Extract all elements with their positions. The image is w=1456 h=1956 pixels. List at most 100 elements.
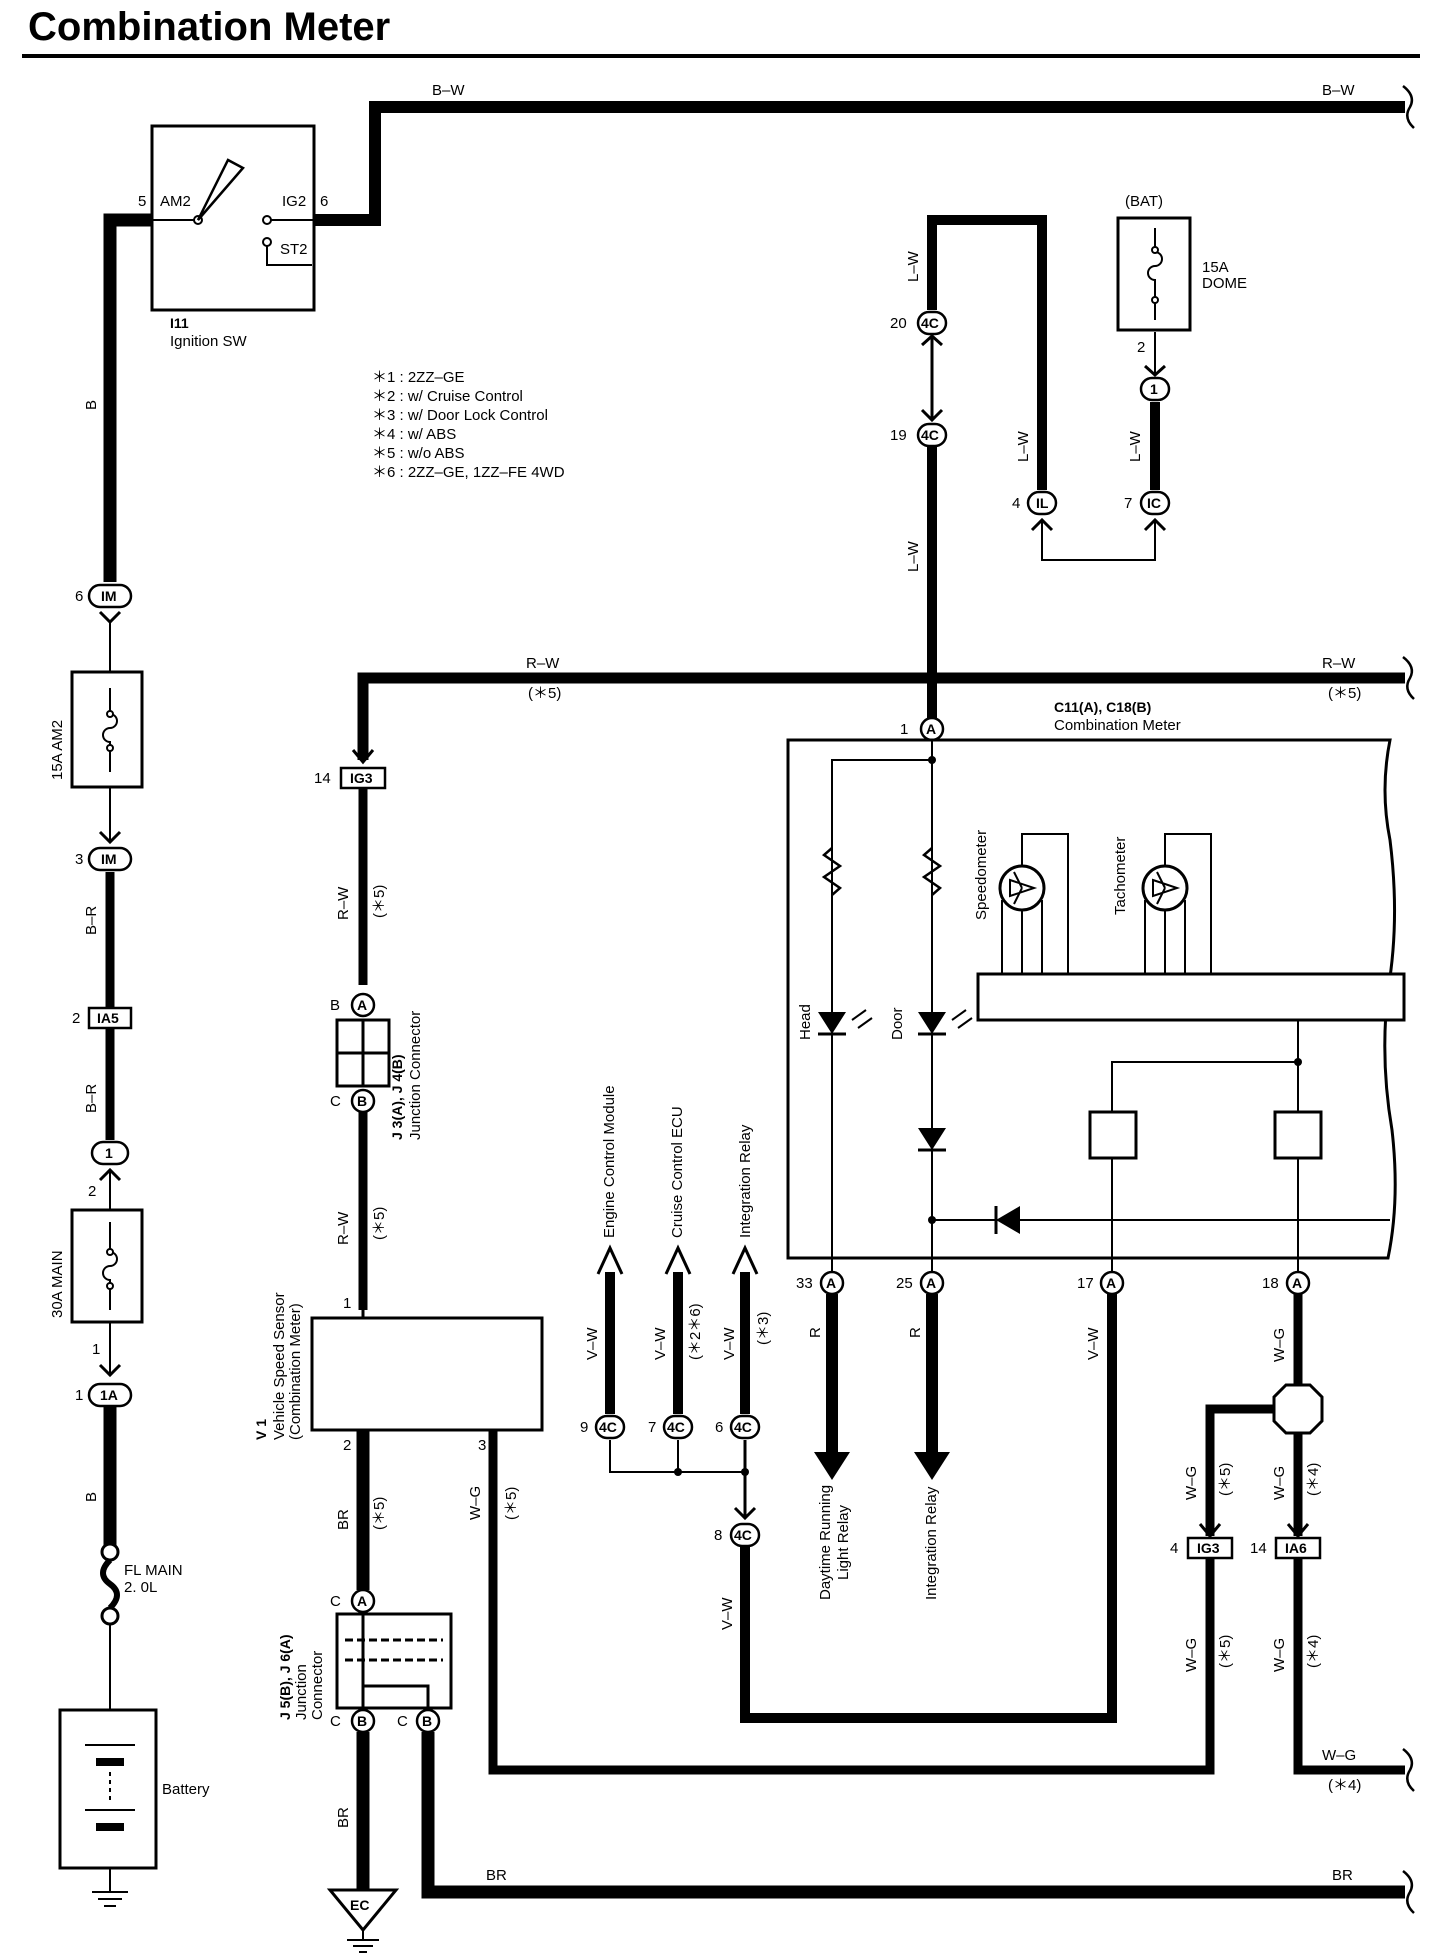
pin-9-4c: 9 (580, 1419, 588, 1436)
break-symbol (1402, 85, 1415, 129)
speedometer-icon (998, 864, 1046, 912)
conn-b-j5-2: B (422, 1713, 432, 1729)
junction-j5-name2: Connector (309, 1651, 326, 1720)
relay-icon (1273, 1110, 1323, 1160)
label-st2: ST2 (280, 241, 308, 258)
cond-3: (＊3) (755, 1312, 772, 1345)
pin-6-4c: 6 (715, 1419, 723, 1436)
label-br-1: B–R (83, 906, 100, 935)
pin-c-j5: C (330, 1593, 341, 1610)
break-symbol (1402, 1748, 1415, 1792)
label-br-ec: BR (335, 1807, 352, 1828)
label-lw-3: L–W (905, 540, 922, 572)
cond-5-a: (＊5) (528, 685, 561, 702)
vss-sub: (Combination Meter) (287, 1303, 304, 1440)
label-fl-main: FL MAIN (124, 1562, 183, 1579)
conn-4c-8: 4C (734, 1527, 752, 1543)
label-b-1: B (83, 400, 100, 410)
label-rw-2: R–W (1322, 655, 1356, 672)
label-bw-1: B–W (432, 82, 465, 99)
conn-il: IL (1036, 495, 1049, 511)
ground-ec-icon (326, 1888, 400, 1933)
label-wg-vss: W–G (467, 1486, 484, 1520)
pin-am2: 5 (138, 193, 146, 210)
conn-b-j3: B (357, 1093, 367, 1109)
label-bat: (BAT) (1125, 193, 1163, 210)
conn-a-1: A (926, 721, 936, 737)
junction-j3-code: J 3(A), J 4(B) (389, 1054, 405, 1140)
label-lw-2: L–W (1015, 430, 1032, 462)
cond-26: (＊2＊6) (687, 1303, 704, 1360)
fusible-link-icon (100, 1557, 120, 1611)
note-2: ＊2 : w/ Cruise Control (372, 388, 523, 405)
label-rw-4: R–W (335, 1211, 352, 1245)
chevron-icon (1198, 1523, 1222, 1539)
wire-vw: V–W V–W 4C 8 4C 9 4C 7 4C 6 V–W V–W V (580, 1085, 1117, 1723)
label-dome: DOME (1202, 275, 1247, 292)
pin-1-main: 1 (92, 1341, 100, 1358)
label-battery: Battery (162, 1781, 210, 1798)
diode-icon (994, 1206, 1020, 1234)
break-symbol (1402, 656, 1415, 700)
pin-8-4c: 8 (714, 1527, 722, 1544)
conn-1a: 1A (100, 1387, 118, 1403)
label-wg-ig3: W–G (1183, 1466, 1200, 1500)
label-vw-17: V–W (1085, 1327, 1102, 1360)
chevron-icon (1286, 1523, 1310, 1539)
pin-c-j3: C (330, 1093, 341, 1110)
switch-lever-icon (196, 158, 245, 221)
label-drl-2: Light Relay (835, 1504, 852, 1580)
cond-5-e: (＊5) (371, 1497, 388, 1530)
conn-4c-20: 4C (921, 315, 939, 331)
splice-icon (1272, 1383, 1324, 1435)
conn-a-j3: A (357, 997, 367, 1013)
cond-5-g: (＊5) (1217, 1463, 1234, 1496)
break-symbol (1402, 1870, 1415, 1914)
label-door: Door (889, 1007, 906, 1040)
conn-ia6: IA6 (1285, 1540, 1307, 1556)
ignition-switch: AM2 IG2 ST2 5 6 I11 Ignition SW (138, 124, 328, 350)
label-rw-3: R–W (335, 886, 352, 920)
resistor-icon (821, 847, 843, 896)
diode-icon (918, 1128, 946, 1152)
conn-ic: IC (1147, 495, 1161, 511)
label-integ-down: Integration Relay (923, 1486, 940, 1600)
conn-ia5: IA5 (97, 1010, 119, 1026)
label-rw-1: R–W (526, 655, 560, 672)
label-ecm: Engine Control Module (601, 1085, 618, 1238)
label-vw-8: V–W (719, 1597, 736, 1630)
label-fl-main-2: 2. 0L (124, 1579, 157, 1596)
pin-ig2: 6 (320, 193, 328, 210)
label-ig2: IG2 (282, 193, 306, 210)
led-door-icon (918, 1009, 973, 1036)
conn-4c-19: 4C (921, 427, 939, 443)
pin-19: 19 (890, 427, 907, 444)
label-head: Head (797, 1004, 814, 1040)
arrow-down-icon (914, 1452, 950, 1480)
pin-1-meter: 1 (900, 721, 908, 738)
fuse-icon (102, 1222, 118, 1310)
chevron-icon (98, 1363, 122, 1378)
chevron-icon (920, 408, 944, 423)
chevron-icon (98, 830, 122, 845)
label-wg-ia6-2: W–G (1271, 1638, 1288, 1672)
arrow-up-icon (596, 1244, 624, 1275)
ignition-code: I11 (170, 315, 189, 331)
cond-4-b: (＊4) (1305, 1635, 1322, 1668)
label-br-vss: BR (335, 1509, 352, 1530)
conn-a-33: A (826, 1275, 836, 1291)
ground-ec-label: EC (350, 1897, 369, 1913)
junction-j5: A C B C B C J 5(B), J 6(A) Junction Conn… (277, 1588, 1415, 1953)
pin-17: 17 (1077, 1275, 1094, 1292)
notes-list: ＊1 : 2ZZ–GE ＊2 : w/ Cruise Control ＊3 : … (372, 369, 565, 481)
label-b-2: B (83, 1492, 100, 1502)
label-dome-15a: 15A (1202, 259, 1229, 276)
label-lw-1: L–W (905, 250, 922, 282)
conn-im-2: IM (101, 851, 117, 867)
pin-2-vss: 2 (343, 1437, 351, 1454)
cond-4-c: (＊4) (1328, 1777, 1361, 1794)
label-r-2: R (907, 1327, 924, 1338)
meter-code: C11(A), C18(B) (1054, 699, 1151, 715)
conn-a-18: A (1292, 1275, 1302, 1291)
note-5: ＊5 : w/o ABS (372, 445, 465, 462)
